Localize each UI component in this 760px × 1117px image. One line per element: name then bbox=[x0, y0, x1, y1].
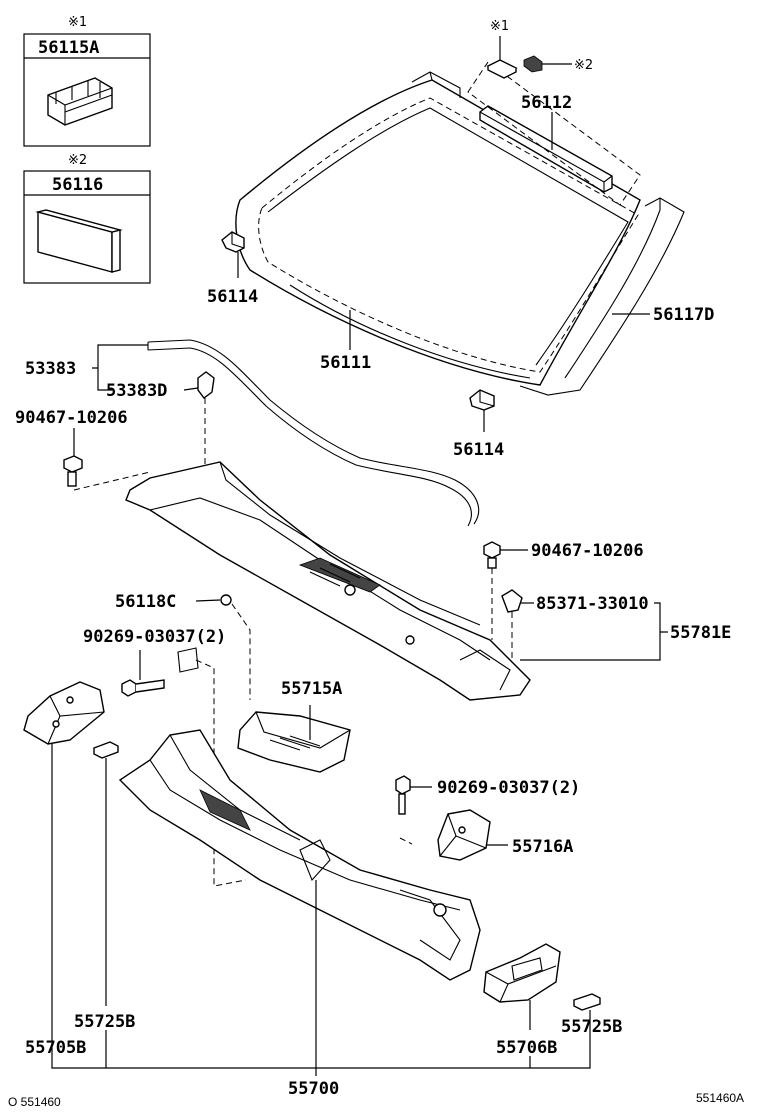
legend-box-56115A: ※1 56115A bbox=[23, 15, 151, 147]
label-55781E: 55781E bbox=[670, 623, 731, 643]
callout-mark-1: ※1 bbox=[490, 19, 509, 34]
panel-55715A bbox=[237, 705, 351, 773]
callout-labels: 56112 56114 56117D 56111 53383 53383D 90… bbox=[15, 93, 731, 1099]
label-85371: 85371-33010 bbox=[536, 594, 649, 614]
label-90269-left: 90269-03037(2) bbox=[83, 627, 226, 647]
plate-55725B-right bbox=[573, 993, 601, 1040]
label-56114-left: 56114 bbox=[207, 287, 258, 307]
label-56117D: 56117D bbox=[653, 305, 714, 325]
bolt-90467-left bbox=[63, 455, 151, 491]
clip-56114-right bbox=[469, 389, 495, 432]
bracket-55705B bbox=[23, 681, 105, 1040]
label-90467-right: 90467-10206 bbox=[531, 541, 644, 561]
clip-small-1: ※1 bbox=[486, 19, 518, 79]
clip-56115A-icon bbox=[47, 77, 113, 126]
cowl-louver-55781E bbox=[125, 461, 531, 701]
cowl-panel-55700 bbox=[118, 729, 481, 1076]
bolt-90467-right bbox=[483, 541, 501, 640]
bracket-55716A bbox=[437, 809, 491, 861]
footer-ref-left: O 551460 bbox=[8, 1095, 61, 1109]
label-55715A: 55715A bbox=[281, 679, 342, 699]
label-56118C: 56118C bbox=[115, 592, 176, 612]
label-90467-left: 90467-10206 bbox=[15, 408, 128, 428]
label-55725B-left: 55725B bbox=[74, 1012, 135, 1032]
label-55706B: 55706B bbox=[496, 1038, 557, 1058]
label-55716A: 55716A bbox=[512, 837, 573, 857]
leader-lines bbox=[51, 112, 668, 1069]
clip-85371 bbox=[501, 589, 523, 660]
label-56112: 56112 bbox=[521, 93, 572, 113]
bolt-90269-left bbox=[121, 647, 247, 887]
clip-56114-left bbox=[221, 231, 245, 278]
label-90269-right: 90269-03037(2) bbox=[437, 778, 580, 798]
legend-box-56116: ※2 56116 bbox=[23, 153, 151, 284]
windshield-glass-56111 bbox=[235, 79, 641, 386]
strip-56112 bbox=[467, 61, 641, 206]
callout-mark-2: ※2 bbox=[574, 58, 593, 73]
legend-mark-1: ※1 bbox=[68, 15, 87, 30]
clip-small-2: ※2 bbox=[523, 55, 593, 73]
clip-53383D bbox=[197, 371, 215, 490]
strip-56116-icon bbox=[35, 209, 123, 273]
footer-ref-right: 551460A bbox=[696, 1091, 744, 1105]
legend-mark-2: ※2 bbox=[68, 153, 87, 168]
label-53383D: 53383D bbox=[106, 381, 167, 401]
label-55705B: 55705B bbox=[25, 1038, 86, 1058]
label-55700: 55700 bbox=[288, 1079, 339, 1099]
label-55725B-right: 55725B bbox=[561, 1017, 622, 1037]
molding-56117D bbox=[411, 71, 685, 396]
bolt-90269-right bbox=[395, 775, 413, 845]
clip-56118C bbox=[220, 594, 251, 700]
cowl-seal-53383 bbox=[147, 339, 480, 527]
label-53383: 53383 bbox=[25, 359, 76, 379]
plate-55725B-left bbox=[93, 741, 119, 1006]
legend-code-56116: 56116 bbox=[52, 175, 103, 195]
label-56114-right: 56114 bbox=[453, 440, 504, 460]
label-56111: 56111 bbox=[320, 353, 371, 373]
bracket-55706B bbox=[483, 943, 561, 1030]
legend-code-56115A: 56115A bbox=[38, 38, 99, 58]
